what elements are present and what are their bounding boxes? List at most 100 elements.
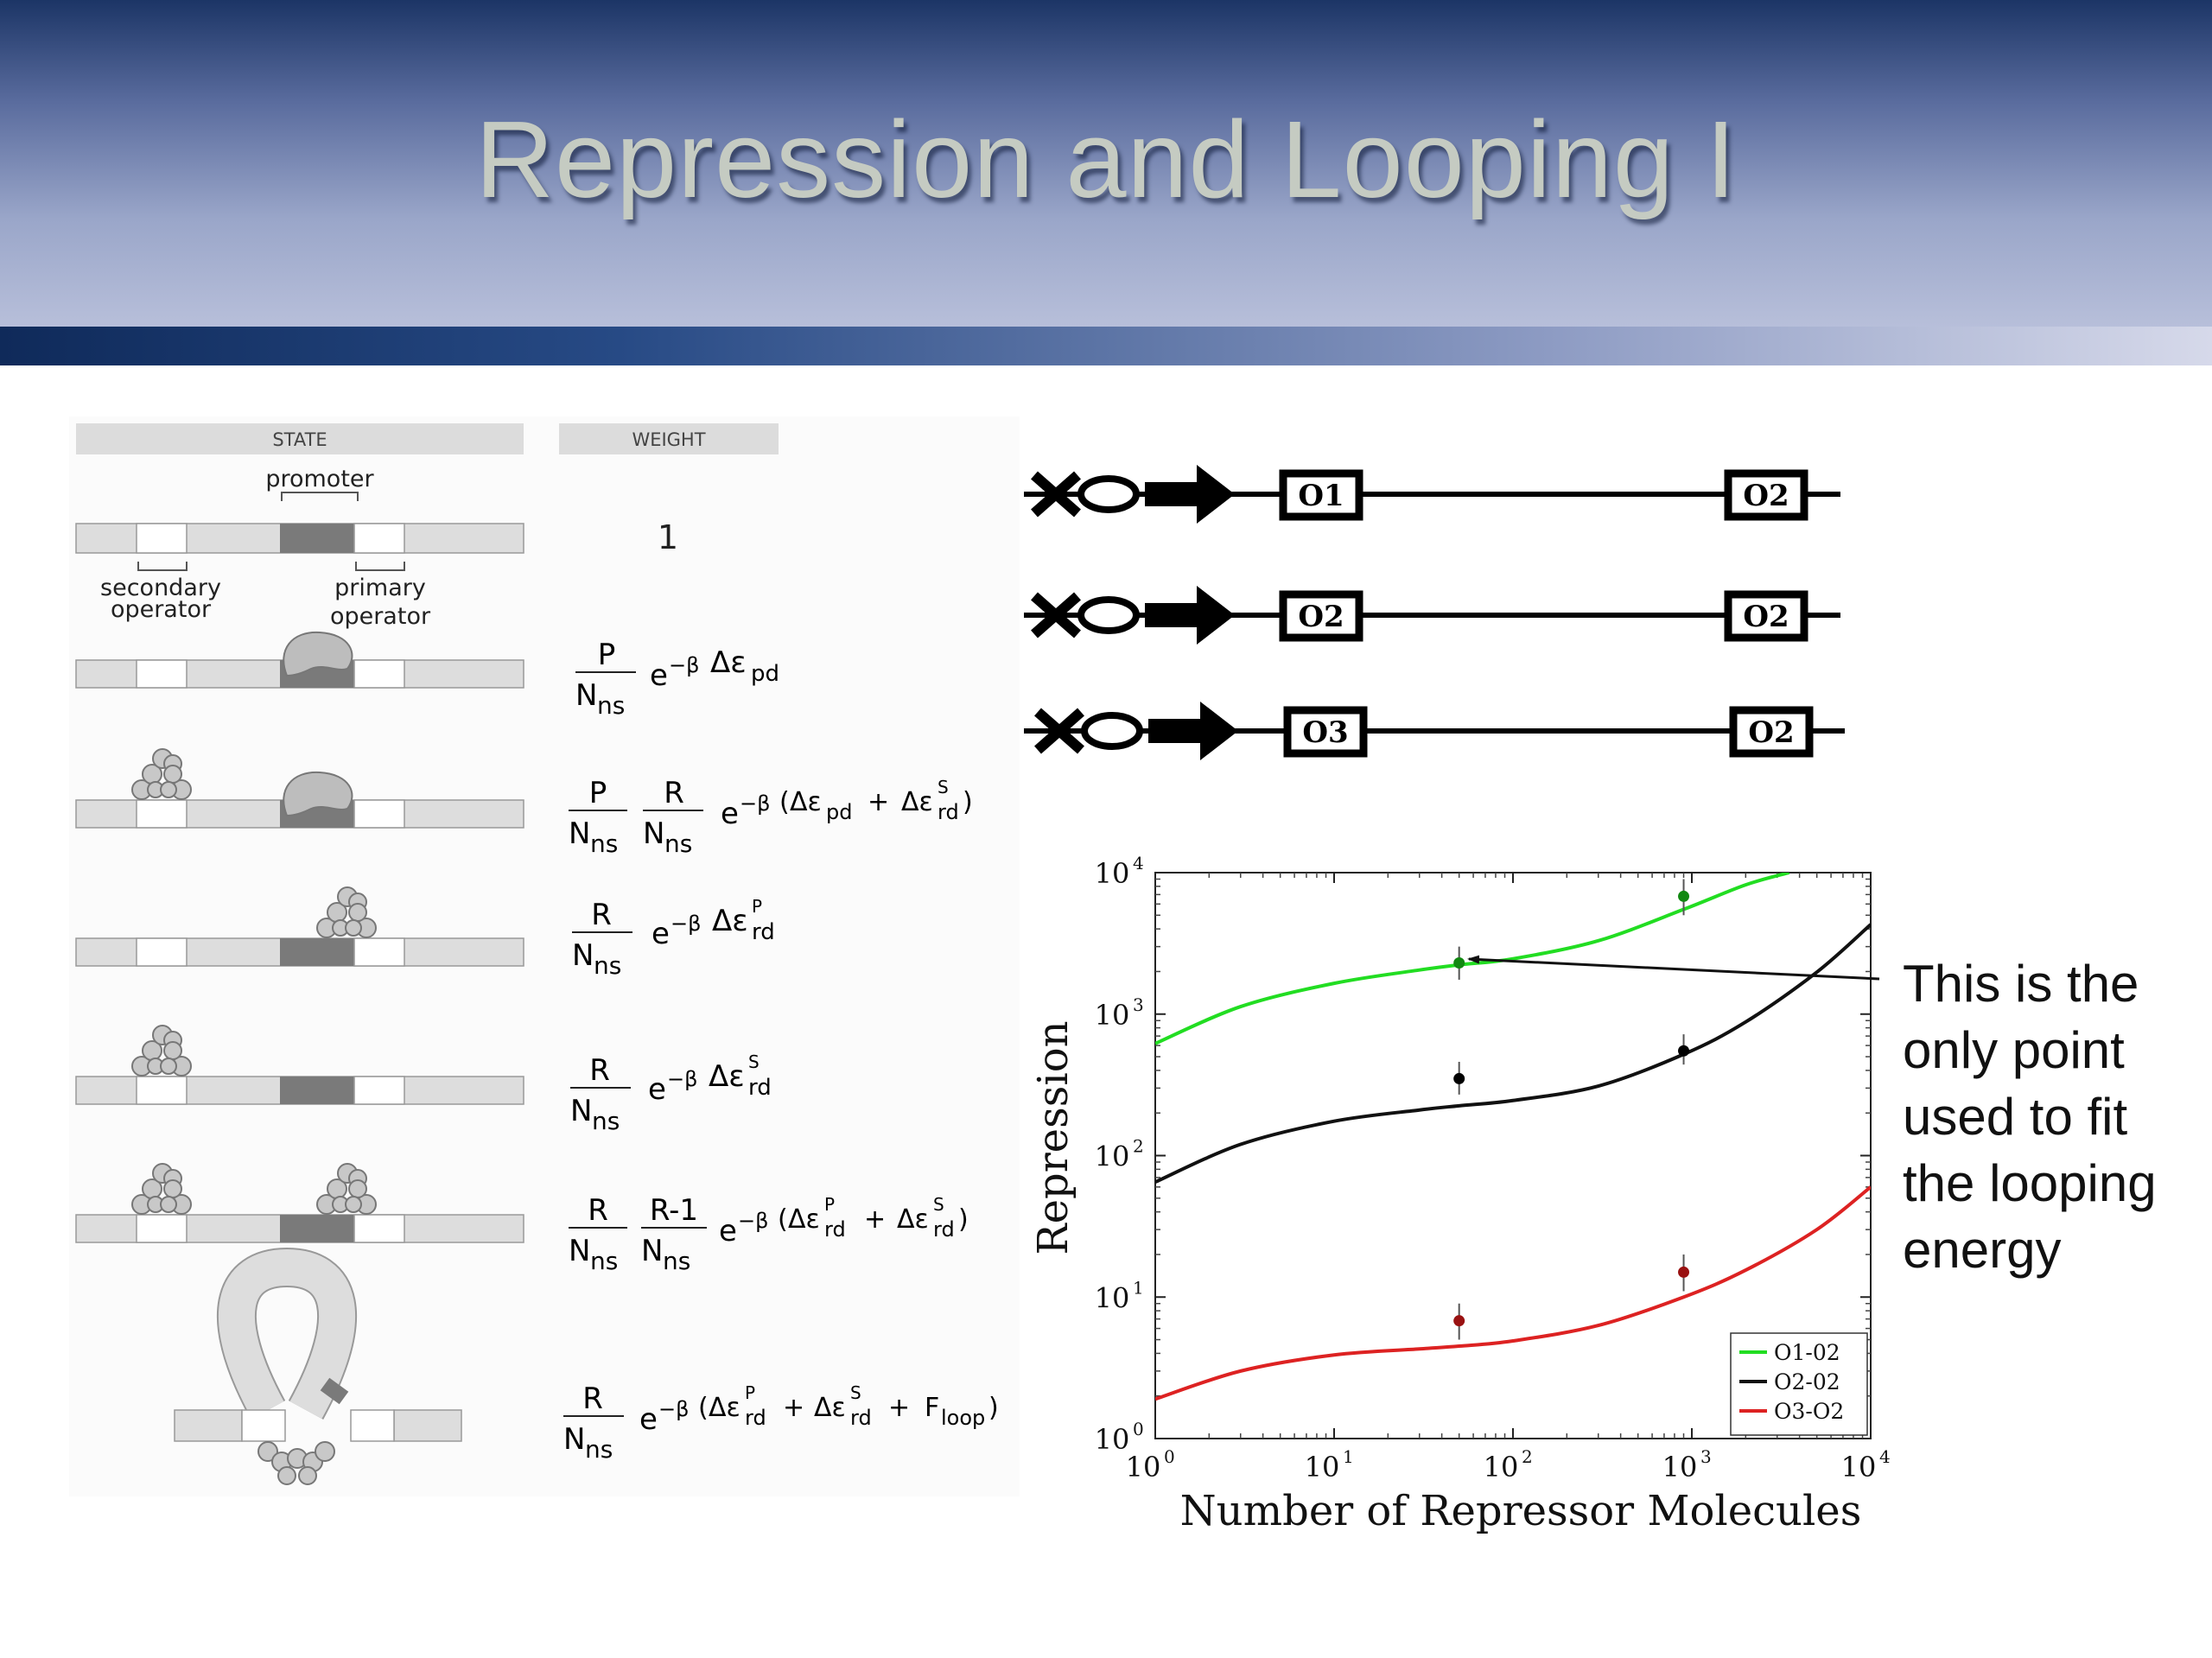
svg-text:N: N (575, 678, 597, 713)
y-tick-label: 10 (1095, 857, 1130, 890)
operator-box (1279, 469, 1363, 521)
svg-text:ns: ns (597, 691, 625, 720)
svg-text:−β: −β (671, 912, 701, 936)
svg-text:S: S (748, 1051, 760, 1072)
y-tick-label: 10 (1095, 1140, 1130, 1173)
rbs-icon (1081, 712, 1143, 750)
x-axis-label: Number of Repressor Molecules (1180, 1487, 1862, 1535)
state-row-empty: promoter secondary operator primary oper… (75, 466, 678, 630)
svg-text:R: R (588, 1193, 608, 1228)
svg-text:rd: rd (824, 1217, 846, 1242)
y-tick-label: 10 (1095, 1281, 1130, 1314)
lac-repressor-primary (316, 1163, 377, 1215)
y-tick-exponent: 1 (1133, 1277, 1144, 1298)
state-header: STATE (272, 429, 327, 450)
legend-box (1730, 1332, 1868, 1436)
y-tick-exponent: 4 (1133, 853, 1144, 873)
promoter-site (320, 1377, 349, 1405)
slide-title: Repression and Looping I (474, 98, 1738, 220)
x-tick-label: 10 (1484, 1451, 1519, 1483)
operator-constructs: O1 O2 O2 O2 O3 O2 (1024, 465, 1845, 760)
promoter-site (280, 1215, 354, 1242)
data-point (1678, 1266, 1690, 1278)
svg-text:R: R (582, 1382, 603, 1416)
operator-box (1279, 590, 1363, 642)
x-tick-exponent: 1 (1343, 1446, 1354, 1467)
svg-text:P: P (589, 776, 607, 810)
title-banner-stripe (0, 327, 2212, 365)
svg-text:F: F (925, 1393, 939, 1423)
svg-text:rd: rd (938, 800, 959, 824)
svg-text:e: e (650, 658, 668, 693)
svg-text:P: P (745, 1382, 755, 1403)
svg-text:rd: rd (850, 1406, 872, 1430)
rbs-icon (1077, 596, 1140, 634)
x-tick-exponent: 3 (1700, 1446, 1712, 1467)
secondary-operator-site (136, 937, 188, 967)
svg-text:N: N (643, 816, 664, 851)
legend-label: O3-O2 (1774, 1399, 1844, 1424)
terminator-icon (1031, 471, 1081, 518)
svg-text:P: P (824, 1194, 835, 1215)
lac-repressor-secondary (131, 1163, 192, 1215)
x-tick-label: 10 (1305, 1451, 1340, 1483)
promoter-arrow-icon (1145, 586, 1235, 645)
secondary-operator-label-1: secondary (100, 575, 221, 601)
primary-operator-site (353, 659, 405, 689)
terminator-icon (1034, 708, 1084, 754)
operator-label: O3 (1302, 715, 1348, 750)
svg-text:e: e (652, 917, 670, 951)
x-tick-label: 10 (1126, 1451, 1161, 1483)
svg-text:): ) (958, 1204, 969, 1235)
x-tick-exponent: 0 (1164, 1446, 1175, 1467)
svg-text:Δε: Δε (712, 904, 748, 938)
lac-repressor (316, 886, 377, 938)
svg-text:ns: ns (590, 829, 618, 858)
promoter-bracket (281, 492, 359, 501)
svg-text:N: N (569, 816, 590, 851)
legend-label: O2-02 (1774, 1369, 1840, 1394)
promoter-site (280, 1077, 354, 1104)
operator-label: O2 (1743, 479, 1789, 513)
svg-text:Δε: Δε (788, 1204, 820, 1235)
y-tick-exponent: 0 (1133, 1419, 1144, 1439)
annotation-line: used to fit (1903, 1088, 2128, 1146)
promoter-site (280, 524, 354, 553)
series-line-3 (1155, 1185, 1871, 1401)
operator-label: O2 (1748, 715, 1794, 750)
legend-label: O1-02 (1774, 1340, 1840, 1365)
y-tick-label: 10 (1095, 999, 1130, 1032)
lac-repressor (131, 748, 192, 800)
svg-text:rd: rd (745, 1406, 766, 1430)
operator-label: O2 (1743, 600, 1789, 634)
y-axis-label: Repression (1029, 1020, 1077, 1255)
data-point (1453, 1072, 1465, 1084)
svg-text:Δε: Δε (710, 645, 747, 680)
primary-operator-site (353, 1214, 405, 1243)
state-row-repressor-both: R N ns R-1 N ns e −β ( Δε P rd + Δε S rd… (75, 1163, 969, 1275)
svg-text:rd: rd (748, 1075, 772, 1101)
svg-text:−β: −β (667, 1067, 697, 1091)
secondary-operator-site (136, 659, 188, 689)
svg-text:Δε: Δε (790, 787, 822, 817)
rbs-icon (1077, 475, 1140, 513)
svg-text:ns: ns (594, 951, 621, 980)
annotation-line: the looping (1903, 1154, 2157, 1212)
svg-text:rd: rd (933, 1217, 955, 1242)
primary-operator-site (353, 799, 405, 829)
weight-header: WEIGHT (632, 429, 705, 450)
annotation-line: only point (1903, 1021, 2125, 1079)
data-point (1453, 1315, 1465, 1327)
svg-text:ns: ns (590, 1247, 618, 1275)
primary-operator-label-2: operator (330, 603, 431, 630)
data-point (1678, 890, 1690, 902)
svg-text:S: S (933, 1194, 944, 1215)
annotation-line: energy (1903, 1221, 2062, 1279)
weight-7: R N ns e −β ( Δε P rd + Δε S rd + F loop… (563, 1382, 999, 1464)
svg-text:R-1: R-1 (650, 1193, 698, 1228)
state-row-polymerase: P N ns e −β Δε pd (75, 631, 779, 720)
svg-text:Δε: Δε (897, 1204, 929, 1235)
svg-text:(: ( (698, 1393, 709, 1423)
svg-text:N: N (641, 1234, 663, 1268)
